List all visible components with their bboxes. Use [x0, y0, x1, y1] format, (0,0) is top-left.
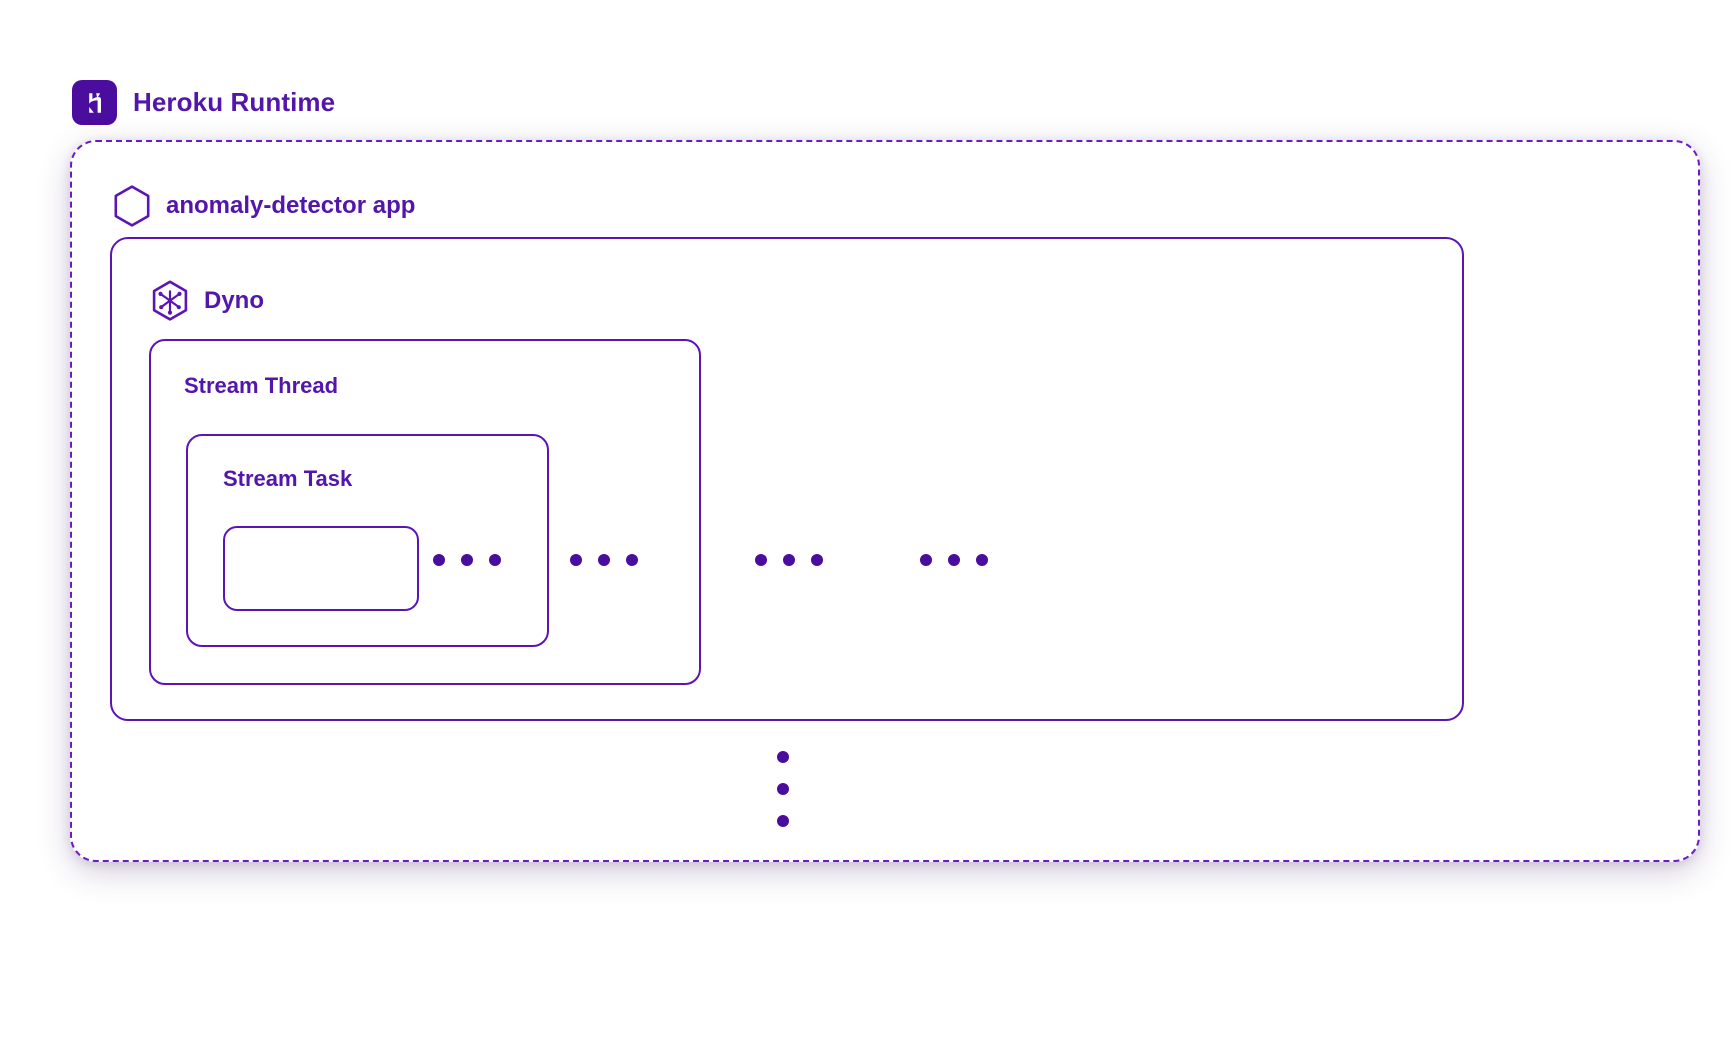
dot — [920, 554, 932, 566]
stream-thread-container: Stream Thread Stream Task — [149, 339, 701, 685]
runtime-header: Heroku Runtime — [72, 80, 335, 125]
dyno-label-text: Dyno — [204, 287, 264, 314]
dot — [755, 554, 767, 566]
dot — [777, 751, 789, 763]
dot — [461, 554, 473, 566]
ellipsis-vertical-repeat — [777, 751, 789, 827]
heroku-logo-icon — [72, 80, 117, 125]
dot — [948, 554, 960, 566]
hexagon-outline-icon — [112, 184, 152, 228]
inner-unit-container — [223, 526, 419, 611]
app-label: anomaly-detector app — [112, 184, 415, 228]
ellipsis-stream-thread-repeat — [570, 554, 638, 566]
dot — [811, 554, 823, 566]
stream-task-container: Stream Task — [186, 434, 549, 647]
stream-thread-label-text: Stream Thread — [184, 373, 339, 398]
dot — [783, 554, 795, 566]
stream-task-label: Stream Task — [223, 466, 352, 492]
dyno-container: Dyno Stream Thread Stream Task — [110, 237, 1464, 721]
dot — [777, 815, 789, 827]
dyno-hexagon-asterisk-icon — [150, 279, 190, 323]
dot — [777, 783, 789, 795]
app-label-text: anomaly-detector app — [166, 192, 416, 219]
dot — [433, 554, 445, 566]
stream-thread-label: Stream Thread — [184, 373, 338, 399]
dyno-label: Dyno — [150, 279, 264, 323]
ellipsis-app-repeat — [920, 554, 988, 566]
dot — [976, 554, 988, 566]
page-title: Heroku Runtime — [133, 87, 336, 117]
stream-task-label-text: Stream Task — [223, 466, 353, 491]
dot — [570, 554, 582, 566]
dot — [626, 554, 638, 566]
heroku-runtime-container: anomaly-detector app — [70, 140, 1700, 862]
ellipsis-stream-task-repeat — [433, 554, 501, 566]
ellipsis-dyno-repeat — [755, 554, 823, 566]
dot — [598, 554, 610, 566]
dot — [489, 554, 501, 566]
